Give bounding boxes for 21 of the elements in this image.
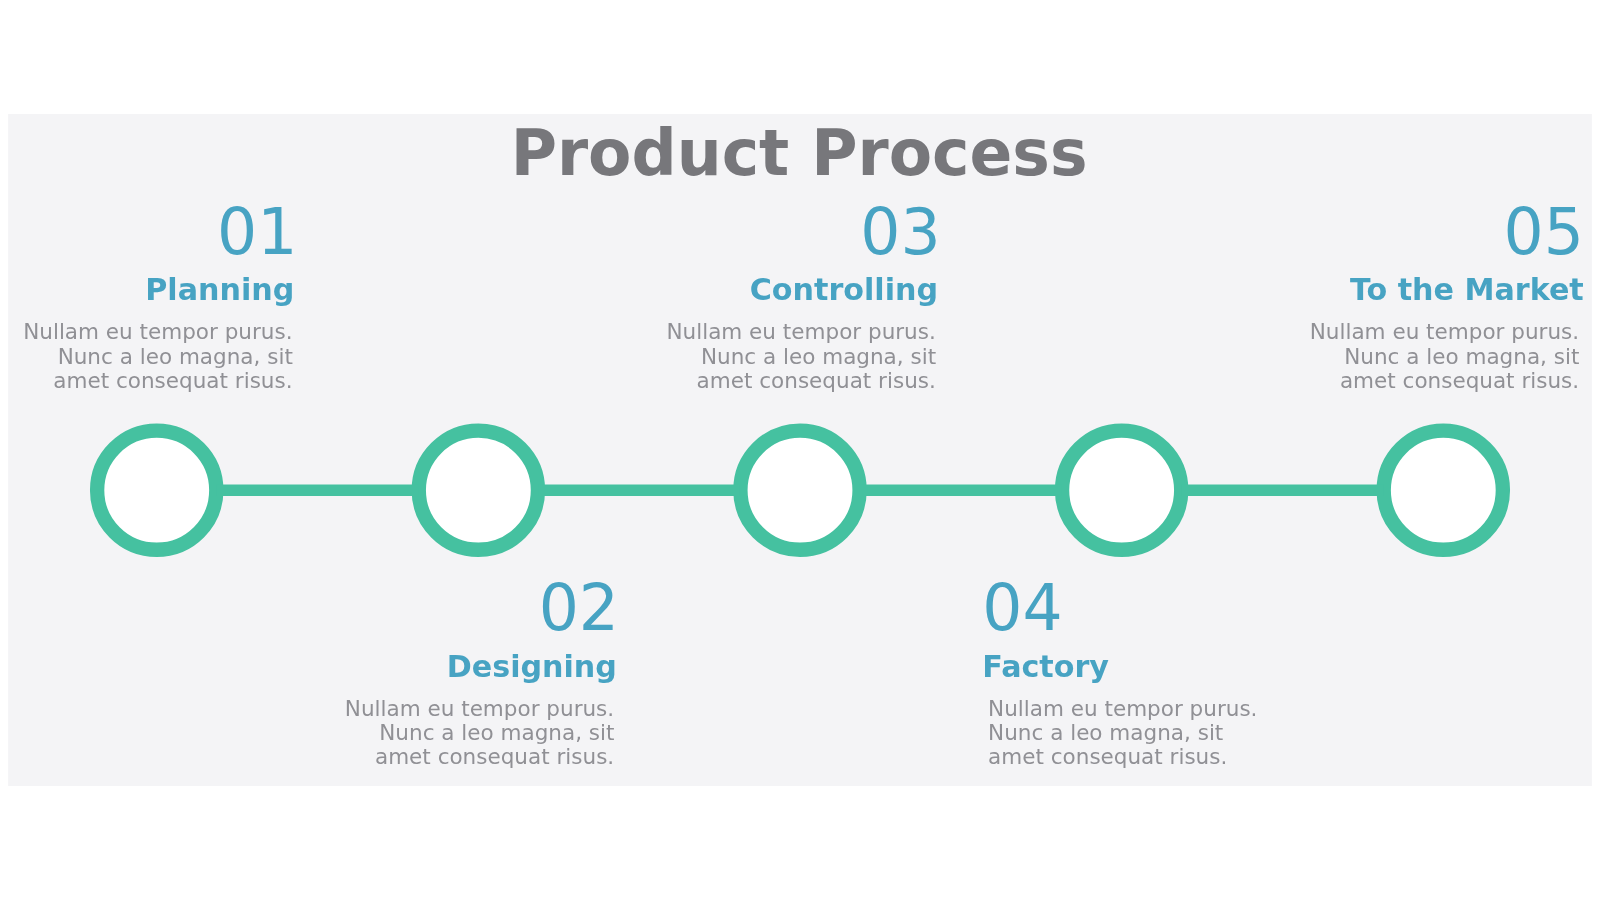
node-label: 03	[860, 194, 941, 269]
node-label: Nullam eu tempor purus. Nunc a leo magna, sit amet consequat risus.	[1309, 319, 1580, 394]
node-circle	[411, 423, 546, 557]
node-label: To the Market	[1349, 272, 1584, 308]
node-label: Planning	[145, 272, 295, 308]
node-label: Controlling	[749, 272, 939, 308]
node-label: 04	[982, 570, 1063, 645]
node-circle	[1376, 423, 1511, 557]
node-label: 01	[217, 194, 298, 269]
node-label: Factory	[982, 648, 1110, 684]
node-label: Nullam eu tempor purus. Nunc a leo magna, sit amet consequat risus.	[23, 319, 293, 394]
node-label: 02	[538, 570, 620, 645]
node-label: Nullam eu tempor purus. Nunc a leo magna, sit amet consequat risus.	[988, 695, 1258, 770]
node-circle	[1054, 423, 1189, 557]
diagram-title: Product Process	[510, 115, 1088, 190]
node-label: Nullam eu tempor purus. Nunc a leo magna, sit amet consequat risus.	[666, 319, 937, 394]
node-circle	[89, 423, 224, 557]
node-label: Designing	[446, 648, 617, 684]
node-label: 05	[1503, 194, 1584, 269]
node-circle	[733, 423, 867, 557]
node-label: Nullam eu tempor purus. Nunc a leo magna, sit amet consequat risus.	[344, 695, 615, 770]
